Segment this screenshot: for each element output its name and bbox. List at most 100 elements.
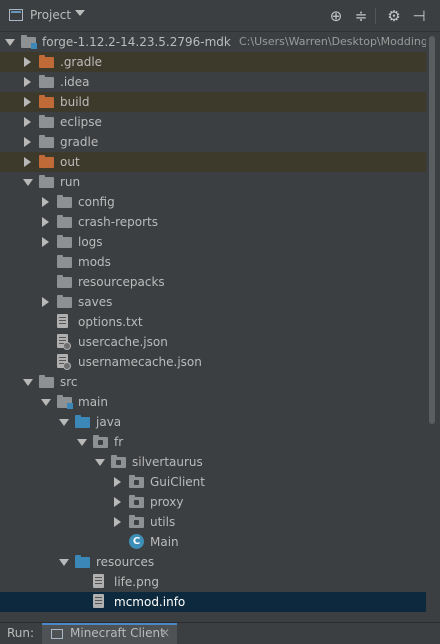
excluded-folder-icon (39, 55, 54, 68)
chevron-down-icon[interactable] (95, 459, 105, 466)
folder-icon (39, 115, 54, 128)
excluded-folder-icon (39, 155, 54, 168)
chevron-right-icon[interactable] (24, 57, 31, 67)
tree-row-proxy[interactable]: proxy (0, 492, 426, 512)
chevron-down-icon[interactable] (23, 179, 33, 186)
folder-icon (57, 235, 72, 248)
folder-icon (39, 75, 54, 88)
chevron-right-icon[interactable] (114, 517, 121, 527)
chevron-right-icon[interactable] (42, 237, 49, 247)
tree-row-life-png[interactable]: life.png (0, 572, 426, 592)
tree-item-label: config (78, 195, 115, 209)
project-tool-header: Project ⊕ ≑ ⚙ ⊣ (0, 0, 440, 32)
tree-item-label: fr (114, 435, 124, 449)
tree-row-fr[interactable]: fr (0, 432, 426, 452)
tree-row-src[interactable]: src (0, 372, 426, 392)
project-view-title[interactable]: Project (30, 8, 72, 22)
chevron-down-icon[interactable] (23, 379, 33, 386)
chevron-right-icon[interactable] (42, 217, 49, 227)
tree-row-build[interactable]: build (0, 92, 426, 112)
chevron-down-icon[interactable] (77, 439, 87, 446)
tree-row-eclipse[interactable]: eclipse (0, 112, 426, 132)
tree-item-label: forge-1.12.2-14.23.5.2796-mdk (42, 35, 231, 49)
tree-row-crash-reports[interactable]: crash-reports (0, 212, 426, 232)
file-icon (57, 314, 68, 328)
folder-icon (57, 195, 72, 208)
tree-item-label: main (78, 395, 108, 409)
run-tool-bar: Run: Minecraft Client ✕ (0, 622, 440, 644)
package-icon (93, 435, 108, 448)
tree-item-label: proxy (150, 495, 184, 509)
tree-row--gradle[interactable]: .gradle (0, 52, 426, 72)
chevron-right-icon[interactable] (24, 97, 31, 107)
tree-row-java[interactable]: java (0, 412, 426, 432)
collapse-all-icon[interactable]: ≑ (354, 7, 368, 25)
tree-row-usercache-json[interactable]: usercache.json (0, 332, 426, 352)
tree-item-label: usernamecache.json (78, 355, 202, 369)
chevron-right-icon[interactable] (114, 477, 121, 487)
chevron-right-icon[interactable] (114, 497, 121, 507)
tree-row-run[interactable]: run (0, 172, 426, 192)
tree-row-config[interactable]: config (0, 192, 426, 212)
tree-row-gradle[interactable]: gradle (0, 132, 426, 152)
package-icon (111, 455, 126, 468)
tree-row-guiclient[interactable]: GuiClient (0, 472, 426, 492)
tree-row-main[interactable]: main (0, 392, 426, 412)
package-icon (129, 475, 144, 488)
gear-icon[interactable]: ⚙ (387, 7, 401, 25)
json-file-icon (57, 354, 71, 370)
chevron-right-icon[interactable] (24, 137, 31, 147)
tree-row-out[interactable]: out (0, 152, 426, 172)
tree-item-label: GuiClient (150, 475, 205, 489)
chevron-down-icon[interactable] (59, 419, 69, 426)
tree-row-silvertaurus[interactable]: silvertaurus (0, 452, 426, 472)
tree-row--idea[interactable]: .idea (0, 72, 426, 92)
folder-icon (39, 175, 54, 188)
tree-row-resources[interactable]: resources (0, 552, 426, 572)
scroll-thumb[interactable] (429, 36, 435, 424)
tree-item-label: gradle (60, 135, 99, 149)
chevron-right-icon[interactable] (24, 157, 31, 167)
tree-item-label: java (96, 415, 122, 429)
tree-row-resourcepacks[interactable]: resourcepacks (0, 272, 426, 292)
tree-row-logs[interactable]: logs (0, 232, 426, 252)
tree-item-label: Main (150, 535, 179, 549)
tree-item-label: resources (96, 555, 155, 569)
chevron-right-icon[interactable] (42, 297, 49, 307)
run-tab-minecraft-client[interactable]: Minecraft Client ✕ (42, 623, 177, 644)
chevron-right-icon[interactable] (42, 197, 49, 207)
folder-icon (39, 135, 54, 148)
console-icon (51, 629, 63, 639)
tree-row-mods[interactable]: mods (0, 252, 426, 272)
tree-row-options-txt[interactable]: options.txt (0, 312, 426, 332)
chevron-right-icon[interactable] (24, 117, 31, 127)
chevron-down-icon[interactable] (59, 559, 69, 566)
chevron-down-icon[interactable] (41, 399, 51, 406)
tree-item-label: logs (78, 235, 103, 249)
close-icon[interactable]: ✕ (160, 626, 171, 640)
file-icon (93, 594, 104, 608)
tree-item-label: run (60, 175, 81, 189)
chevron-down-icon[interactable] (5, 39, 15, 46)
tree-row-saves[interactable]: saves (0, 292, 426, 312)
tree-item-label: build (60, 95, 90, 109)
chevron-right-icon[interactable] (24, 77, 31, 87)
chevron-down-icon[interactable] (75, 10, 85, 16)
tree-row-usernamecache-json[interactable]: usernamecache.json (0, 352, 426, 372)
tree-item-label: src (60, 375, 78, 389)
tree-item-label: mcmod.info (114, 595, 186, 609)
hide-panel-icon[interactable]: ⊣ (412, 7, 426, 25)
run-tab-label: Minecraft Client (70, 626, 165, 640)
tree-row-utils[interactable]: utils (0, 512, 426, 532)
crosshair-icon[interactable]: ⊕ (329, 7, 343, 25)
tree-row-mcmod-info[interactable]: mcmod.info (0, 592, 426, 612)
tree-item-label: resourcepacks (78, 275, 165, 289)
tree-item-label: usercache.json (78, 335, 168, 349)
source-folder-icon (75, 415, 90, 428)
folder-icon (39, 375, 54, 388)
module-folder-icon (57, 395, 73, 409)
source-folder-icon (75, 555, 90, 568)
